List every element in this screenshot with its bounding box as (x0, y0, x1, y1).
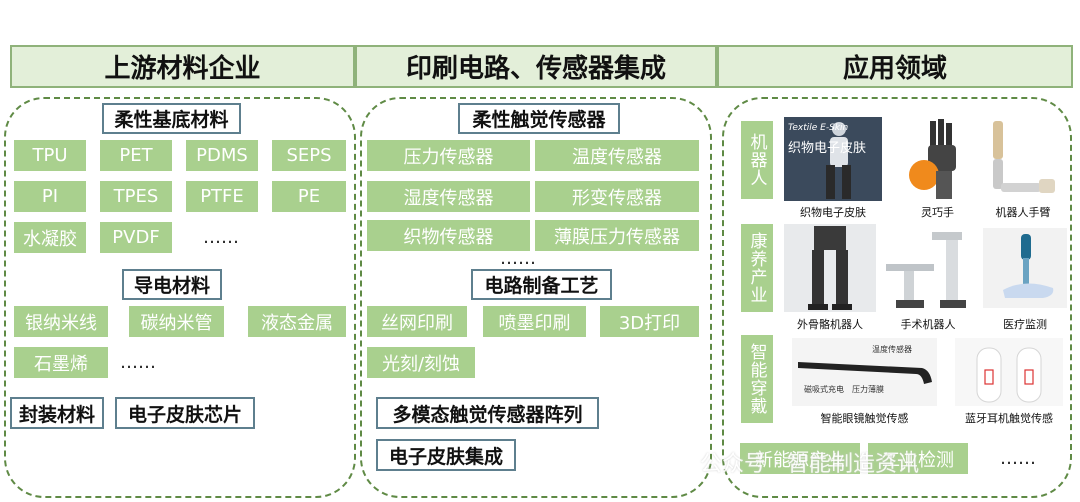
sensor-tag: 织物传感器 (367, 220, 530, 251)
robot-hand-icon (909, 119, 956, 199)
column-upstream (4, 97, 356, 498)
substrate-tag: PI (14, 181, 86, 212)
substrate-tag: TPES (100, 181, 172, 212)
conductive-more: …… (120, 352, 156, 373)
sensor-tag: 薄膜压力传感器 (535, 220, 699, 251)
caption-robot-arm: 机器人手臂 (995, 206, 1051, 219)
substrate-tag: PET (100, 140, 172, 171)
earphone-icon (976, 347, 1042, 403)
watermark: 公众号 · 智能制造资讯 (700, 452, 919, 477)
sensor-tag: 温度传感器 (535, 140, 699, 171)
tactile-sensor-title: 柔性触觉传感器 (458, 103, 620, 134)
e-skin-integration-box: 电子皮肤集成 (376, 439, 516, 471)
surgical-robot-image (880, 224, 976, 312)
caption-exoskeleton: 外骨骼机器人 (797, 318, 863, 331)
sensor-more: …… (500, 247, 536, 269)
conductive-tag: 石墨烯 (14, 347, 108, 378)
smart-glasses-icon (798, 362, 932, 384)
caption-textile-e-skin: 织物电子皮肤 (800, 206, 866, 219)
category-health-care: 康养产业 (741, 224, 773, 312)
robot-arm-image (983, 117, 1063, 201)
process-tag: 丝网印刷 (367, 306, 467, 337)
medical-monitor-icon (1003, 234, 1054, 298)
sensor-tag: 压力传感器 (367, 140, 530, 171)
category-robot: 机器人 (741, 121, 773, 199)
column-circuit (360, 97, 712, 498)
glasses-label-charge: 磁吸式充电 (804, 385, 844, 394)
caption-earphone: 蓝牙耳机触觉传感 (965, 412, 1053, 425)
sensor-array-box: 多模态触觉传感器阵列 (376, 397, 599, 429)
caption-smart-glasses: 智能眼镜触觉传感 (820, 412, 909, 425)
surgical-robot-icon (886, 232, 966, 308)
column-application (722, 97, 1072, 498)
process-tag: 光刻/刻蚀 (367, 347, 475, 378)
caption-dexterous-hand: 灵巧手 (921, 206, 954, 219)
header-application: 应用领域 (717, 45, 1073, 88)
category-wearable: 智能穿戴 (741, 335, 773, 423)
photo-text-en: Textile E-Skin (788, 123, 849, 133)
substrate-tag: TPU (14, 140, 86, 171)
glasses-label-temp: 温度传感器 (872, 345, 912, 354)
conductive-title: 导电材料 (122, 269, 222, 300)
substrate-more: …… (203, 227, 239, 248)
glasses-label-pressure: 压力薄膜 (852, 385, 884, 394)
dexterous-hand-image (900, 117, 975, 201)
substrate-tag: PTFE (186, 181, 258, 212)
conductive-tag: 液态金属 (248, 306, 346, 337)
conductive-tag: 碳纳米管 (129, 306, 224, 337)
substrate-tag: PE (272, 181, 346, 212)
substrate-tag: 水凝胶 (14, 222, 86, 253)
smart-glasses-image: 温度传感器 磁吸式充电 压力薄膜 (792, 338, 937, 406)
industrial-inspection-tag: 工业检测 (868, 443, 968, 474)
header-upstream: 上游材料企业 (10, 45, 355, 88)
photo-text-cn: 织物电子皮肤 (788, 141, 867, 156)
earphone-image (955, 338, 1063, 406)
process-tag: 3D打印 (600, 306, 699, 337)
medical-monitor-image (983, 228, 1067, 308)
substrate-tag: SEPS (272, 140, 346, 171)
packaging-material: 封装材料 (10, 397, 104, 429)
application-more: …… (1000, 448, 1036, 469)
sensor-tag: 形变传感器 (535, 181, 699, 212)
conductive-tag: 银纳米线 (14, 306, 108, 337)
caption-medical-monitor: 医疗监测 (1003, 318, 1047, 331)
exoskeleton-icon (784, 224, 876, 312)
header-circuit: 印刷电路、传感器集成 (355, 45, 717, 88)
circuit-process-title: 电路制备工艺 (471, 269, 612, 300)
sensor-tag: 湿度传感器 (367, 181, 530, 212)
substrate-title: 柔性基底材料 (102, 103, 241, 134)
textile-e-skin-image: Textile E-Skin 织物电子皮肤 (784, 117, 882, 201)
new-energy-tag: 新能源产业 (740, 443, 860, 474)
robot-arm-icon (993, 121, 1055, 193)
process-tag: 喷墨印刷 (483, 306, 586, 337)
robot-figure-icon (784, 117, 882, 201)
e-skin-chip: 电子皮肤芯片 (115, 397, 255, 429)
caption-surgical-robot: 手术机器人 (900, 318, 956, 331)
exoskeleton-image (784, 224, 876, 312)
substrate-tag: PVDF (100, 222, 172, 253)
substrate-tag: PDMS (186, 140, 258, 171)
